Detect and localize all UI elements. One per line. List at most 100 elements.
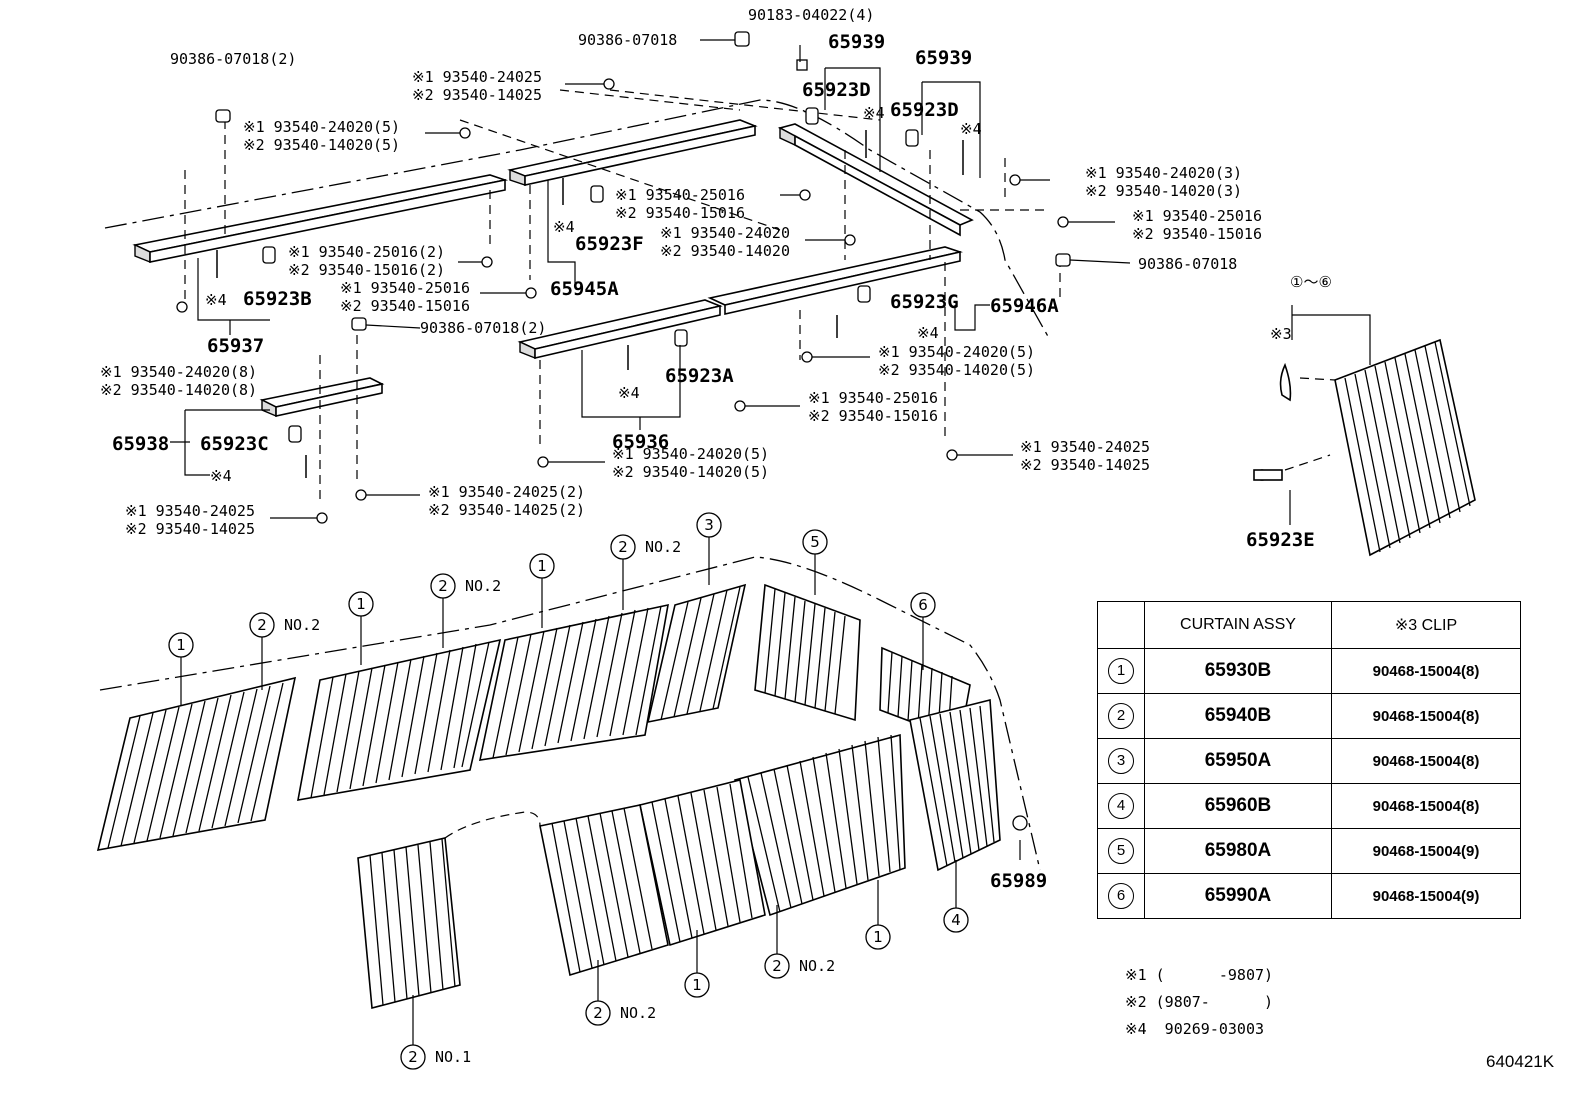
label-15016-a: ※2 93540-15016	[615, 204, 745, 222]
part-65937: 65937	[207, 335, 264, 357]
mark4-b: ※4	[960, 120, 982, 138]
label-15016-d: ※2 93540-15016	[808, 407, 938, 425]
label-90386-d: 90386-07018(2)	[420, 319, 546, 337]
row-key: 1	[1108, 658, 1134, 684]
pins-upper	[216, 130, 964, 478]
curtain-parts-table: CURTAIN ASSY ※3 CLIP 1 65930B 90468-1500…	[1097, 601, 1521, 919]
rail-65939	[777, 123, 974, 237]
rail-65938	[259, 377, 385, 418]
svg-text:3: 3	[704, 516, 714, 534]
label-14025-3: ※2 93540-14025(2)	[428, 501, 585, 519]
svg-text:2: 2	[772, 957, 782, 975]
svg-text:2: 2	[408, 1048, 418, 1066]
label-24025-1: ※1 93540-24025	[412, 68, 542, 86]
row-key: 6	[1108, 883, 1134, 909]
part-65923C: 65923C	[200, 433, 269, 455]
table-row: 3 65950A 90468-15004(8)	[1097, 738, 1521, 784]
svg-text:4: 4	[951, 911, 961, 929]
label-15016-2: ※2 93540-15016(2)	[288, 261, 445, 279]
svg-text:1: 1	[692, 976, 702, 994]
mark4-e: ※4	[917, 324, 939, 342]
svg-text:2: 2	[257, 616, 267, 634]
label-14020-5a: ※2 93540-14020(5)	[243, 136, 400, 154]
row-key: 5	[1108, 838, 1134, 864]
table-header-key	[1097, 601, 1145, 649]
part-65923E: 65923E	[1246, 529, 1315, 551]
row-clip: 90468-15004(8)	[1331, 648, 1521, 694]
roof-outline-upper	[104, 99, 1051, 341]
row-clip: 90468-15004(9)	[1331, 873, 1521, 919]
row-clip: 90468-15004(8)	[1331, 693, 1521, 739]
part-65989: 65989	[990, 870, 1047, 892]
label-25016-a: ※1 93540-25016	[615, 186, 745, 204]
part-65939-a: 65939	[828, 31, 885, 53]
part-65923B: 65923B	[243, 288, 312, 310]
label-24020-8: ※1 93540-24020(8)	[100, 363, 257, 381]
label-14020-5b: ※2 93540-14020(5)	[878, 361, 1035, 379]
svg-text:6: 6	[918, 596, 928, 614]
rail-65946A	[707, 246, 963, 316]
mark4-f: ※4	[618, 384, 640, 402]
label-14025-4: ※2 93540-14025	[125, 520, 255, 538]
label-25016-d: ※1 93540-25016	[808, 389, 938, 407]
rail-65936	[517, 299, 723, 360]
label-15016-b: ※2 93540-15016	[1132, 225, 1262, 243]
label-24020-5a: ※1 93540-24020(5)	[243, 118, 400, 136]
label-90386-a: 90386-07018	[578, 31, 677, 49]
label-14025-1: ※2 93540-14025	[412, 86, 542, 104]
svg-text:1: 1	[176, 636, 186, 654]
mark4-c: ※4	[553, 218, 575, 236]
label-90386-b: 90386-07018(2)	[170, 50, 296, 68]
label-24020-5b: ※1 93540-24020(5)	[878, 343, 1035, 361]
callout-leaders	[180, 537, 957, 1045]
part-65923A: 65923A	[665, 365, 734, 387]
figure-code: 640421K	[1486, 1052, 1555, 1071]
label-24020-3: ※1 93540-24020(3)	[1085, 164, 1242, 182]
rail-65937	[132, 174, 509, 264]
svg-text:1: 1	[356, 595, 366, 613]
row-assy: 65950A	[1144, 738, 1332, 784]
part-65923D-a: 65923D	[802, 79, 871, 101]
footnote-4: ※4 90269-03003	[1125, 1020, 1264, 1038]
svg-text:1: 1	[873, 928, 883, 946]
curtain-small-right	[1253, 338, 1476, 557]
leaders-upper	[170, 39, 1371, 860]
row-key: 3	[1108, 748, 1134, 774]
label-25016-b: ※1 93540-25016	[1132, 207, 1262, 225]
label-24025-3: ※1 93540-24025(2)	[428, 483, 585, 501]
table-header-clip: ※3 CLIP	[1331, 601, 1521, 649]
footnote-2: ※2 (9807- )	[1125, 993, 1274, 1011]
range-label: ①～⑥	[1290, 273, 1332, 291]
table-header-assy: CURTAIN ASSY	[1144, 601, 1332, 649]
label-14020-3: ※2 93540-14020(3)	[1085, 182, 1242, 200]
row-clip: 90468-15004(8)	[1331, 783, 1521, 829]
curtains-lower	[96, 583, 1001, 1010]
table-header-row: CURTAIN ASSY ※3 CLIP	[1097, 601, 1521, 649]
part-65923D-b: 65923D	[890, 99, 959, 121]
clips-upper	[176, 31, 1071, 524]
label-14020-a: ※2 93540-14020	[660, 242, 790, 260]
table-row: 4 65960B 90468-15004(8)	[1097, 783, 1521, 829]
footnotes: ※1 ( -9807) ※2 (9807- ) ※4 90269-03003	[1125, 962, 1273, 1043]
label-24020-a: ※1 93540-24020	[660, 224, 790, 242]
table-row: 5 65980A 90468-15004(9)	[1097, 828, 1521, 874]
part-65939-b: 65939	[915, 47, 972, 69]
label-24020-5c: ※1 93540-24020(5)	[612, 445, 769, 463]
row-assy: 65990A	[1144, 873, 1332, 919]
label-24025-4: ※1 93540-24025	[125, 502, 255, 520]
part-65936: 65936	[612, 431, 669, 453]
label-90386-c: 90386-07018	[1138, 255, 1237, 273]
row-assy: 65960B	[1144, 783, 1332, 829]
mark4-g: ※4	[210, 467, 232, 485]
callout-no2-c: NO.2	[645, 538, 681, 556]
mark3: ※3	[1270, 325, 1292, 343]
callout-no2-d: NO.2	[799, 957, 835, 975]
mark4-d: ※4	[205, 291, 227, 309]
table-row: 1 65930B 90468-15004(8)	[1097, 648, 1521, 694]
svg-text:5: 5	[810, 533, 820, 551]
row-key: 4	[1108, 793, 1134, 819]
footnote-1: ※1 ( -9807)	[1125, 966, 1274, 984]
row-assy: 65940B	[1144, 693, 1332, 739]
row-clip: 90468-15004(8)	[1331, 738, 1521, 784]
